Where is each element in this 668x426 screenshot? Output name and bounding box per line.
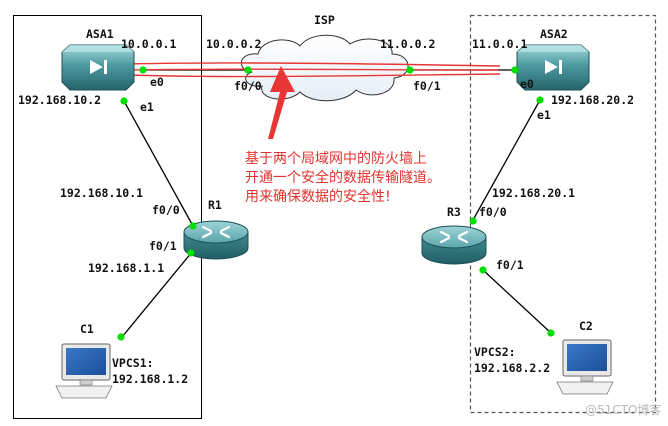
ip-label: 11.0.0.1 <box>472 37 527 51</box>
port-dot <box>189 222 197 230</box>
port-dot <box>120 97 128 105</box>
port-dot <box>244 66 252 74</box>
interface-label: f0/1 <box>413 79 441 93</box>
router-arrows-icon <box>439 230 469 244</box>
device-label-asa2: ASA2 <box>540 27 568 41</box>
port-indicators <box>117 66 555 341</box>
port-dot <box>511 66 519 74</box>
host-ip-label: 192.168.1.2 <box>112 372 188 386</box>
device-label-isp: ISP <box>314 13 335 27</box>
ip-label: 192.168.20.2 <box>551 93 634 107</box>
annotation-line-2: 开通一个安全的数据传输隧道。 <box>245 169 441 186</box>
host-name-label: VPCS2: <box>474 345 516 359</box>
c1-computer[interactable] <box>55 343 113 399</box>
port-dot <box>187 249 195 257</box>
port-dot <box>406 66 414 74</box>
interface-label: f0/0 <box>234 79 262 93</box>
watermark: @51CTO博客 <box>585 402 661 417</box>
port-dot <box>536 96 544 104</box>
port-dot <box>479 266 487 274</box>
interface-label: f0/1 <box>149 239 177 253</box>
port-dot <box>547 329 555 337</box>
device-label-c2: C2 <box>579 319 593 333</box>
interface-label: f0/0 <box>479 205 507 219</box>
ip-label: 10.0.0.2 <box>206 37 261 51</box>
device-label-r1: R1 <box>208 198 222 212</box>
c2-computer[interactable] <box>556 339 614 395</box>
ip-label: 192.168.10.1 <box>60 186 143 200</box>
link-r3-c2 <box>482 269 552 334</box>
annotation-line-3: 用来确保数据的安全性! <box>245 188 391 205</box>
interface-label: e1 <box>140 100 154 114</box>
device-label-r3: R3 <box>447 205 461 219</box>
ip-label: 192.168.20.1 <box>492 186 575 200</box>
device-label-asa1: ASA1 <box>86 27 114 41</box>
link-asa2-r3 <box>472 99 541 221</box>
interface-label: e0 <box>520 77 534 91</box>
asa1-firewall[interactable] <box>61 44 135 91</box>
ip-label: 11.0.0.2 <box>380 37 435 51</box>
r1-router[interactable] <box>183 220 249 260</box>
port-dot <box>469 217 477 225</box>
port-dot <box>117 333 125 341</box>
host-name-label: VPCS1: <box>112 356 154 370</box>
link-r1-c1 <box>121 251 193 338</box>
firewall-play-icon <box>545 60 562 74</box>
ip-label: 192.168.10.2 <box>18 93 101 107</box>
annotation-arrow <box>268 66 295 139</box>
ip-label: 192.168.1.1 <box>88 261 164 275</box>
interface-label: e0 <box>150 75 164 89</box>
r3-router[interactable] <box>421 225 487 265</box>
router-arrows-icon <box>201 225 231 239</box>
interface-label: f0/0 <box>152 203 180 217</box>
link-asa1-r1 <box>123 100 194 227</box>
site-2-boundary <box>469 14 657 414</box>
port-dot <box>139 66 147 74</box>
device-label-c1: C1 <box>80 322 94 336</box>
interface-label: e1 <box>537 108 551 122</box>
interface-label: f0/1 <box>496 258 524 272</box>
site-1-boundary <box>13 15 202 419</box>
annotation-line-1: 基于两个局域网中的防火墙上 <box>245 150 427 167</box>
asa2-firewall[interactable] <box>516 44 590 91</box>
firewall-play-icon <box>90 60 107 74</box>
host-ip-label: 192.168.2.2 <box>474 361 550 375</box>
ip-label: 10.0.0.1 <box>121 37 176 51</box>
